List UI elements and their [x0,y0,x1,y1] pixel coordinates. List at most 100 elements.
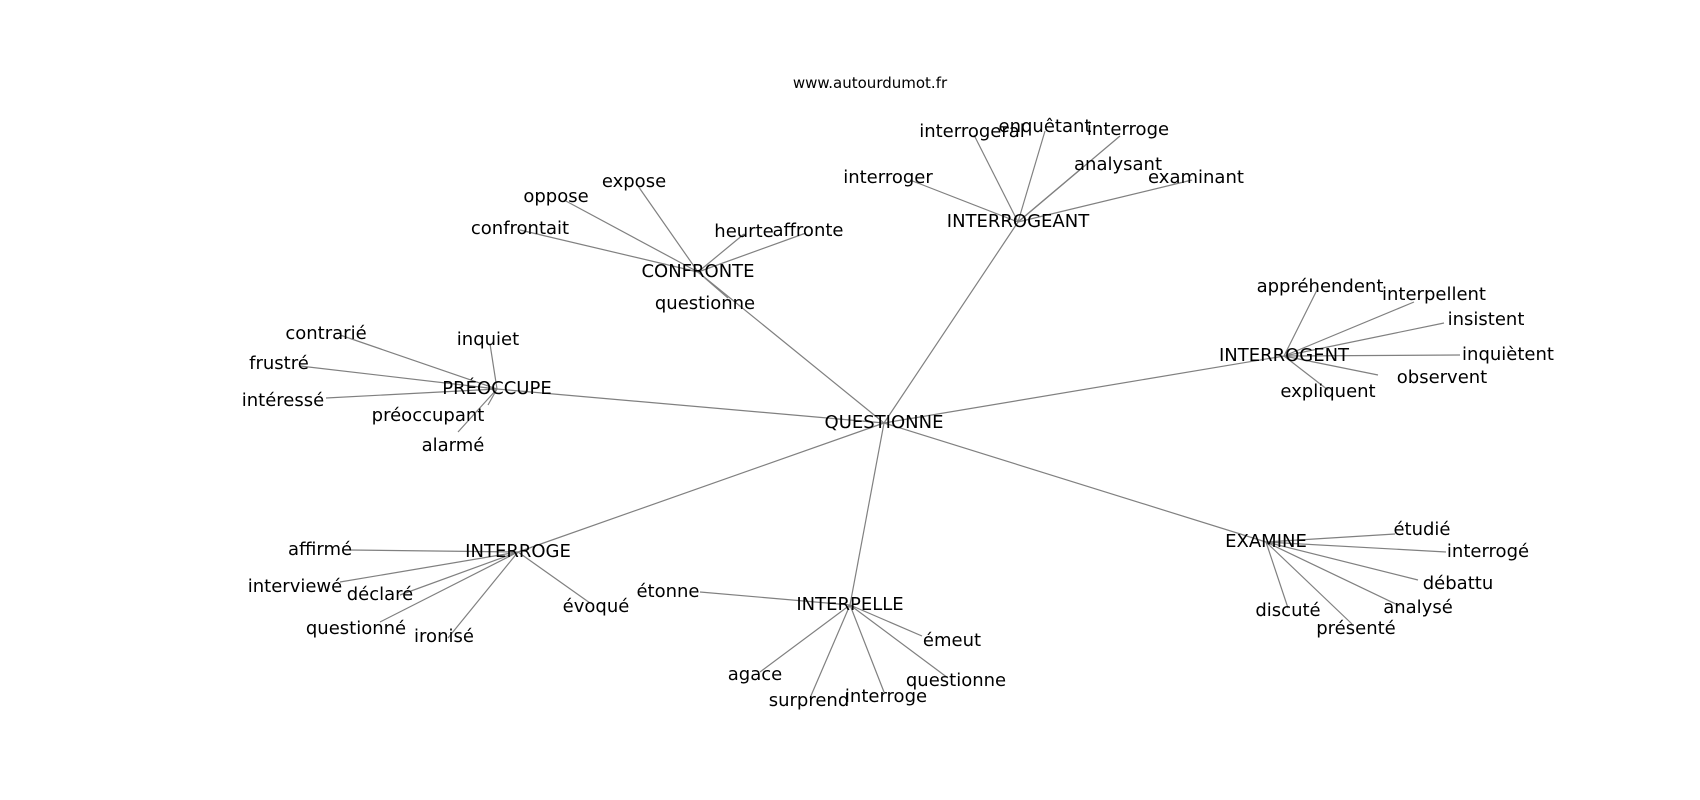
word-node-label: observent [1397,367,1487,388]
word-node-label: interpellent [1382,284,1486,305]
hub-word-edge [517,551,591,604]
hub-word-edge [349,549,519,553]
hub-word-edge [1265,541,1353,625]
hub-word-edge [1265,541,1289,609]
hub-word-edge [849,604,923,637]
word-node-label: questionne [655,293,755,314]
word-node-label: examinant [1148,167,1244,188]
word-node-label: oppose [523,186,588,207]
hub-word-edge [325,388,498,399]
hub-word-edge [1265,533,1396,543]
hub-node-label: INTERROGENT [1219,345,1350,366]
hub-word-edge [399,551,519,596]
hub-node-label: PRÉOCCUPE [442,377,551,399]
word-node-label: frustré [249,353,309,374]
hub-word-edge [697,232,807,273]
word-node-label: agace [728,664,782,685]
word-node-label: débattu [1423,573,1493,594]
word-node-label: affronte [773,220,844,241]
word-node-label: questionné [306,618,406,639]
hub-node-label: INTERROGE [465,541,571,562]
word-node-label: questionne [906,670,1006,691]
center-hub-edge [883,422,1267,543]
hub-word-edge [339,334,498,390]
hub-word-edge [1283,355,1379,376]
word-node-label: expliquent [1280,381,1375,402]
word-node-label: interviewé [248,576,342,597]
hub-word-edge [519,229,699,273]
word-node-label: ironisé [414,626,474,647]
word-node-label: confrontait [471,218,569,239]
word-node-label: déclaré [347,584,414,605]
hub-node-label: INTERPELLE [796,594,903,615]
word-node-label: alarmé [422,435,485,456]
word-node-label: inquiètent [1462,344,1554,365]
center-hub-edge [883,221,1019,424]
word-node-label: interroger [843,167,933,188]
word-node-label: interroge [1087,119,1169,140]
hub-word-edge [489,343,498,390]
hub-node-label: INTERROGEANT [947,211,1090,232]
hub-word-edge [487,388,498,406]
word-node-label: analysant [1074,154,1162,175]
hub-word-edge [299,365,498,390]
word-node-label: surprend [769,690,850,711]
center-hub-edge [849,422,885,606]
hub-word-edge [697,271,729,299]
word-node-label: étudié [1393,519,1450,540]
word-node-label: discuté [1255,600,1320,621]
hub-word-edge [447,551,519,639]
hub-word-edge [1017,130,1046,223]
center-hub-edge [697,271,885,424]
word-node-label: évoqué [563,596,630,617]
word-node-label: émeut [923,630,981,651]
hub-node-label: EXAMINE [1225,531,1307,552]
hub-node-label: CONFRONTE [641,261,754,282]
hub-word-edge [1017,167,1083,223]
word-node-label: interroge [845,686,927,707]
hub-word-edge [379,551,519,623]
word-node-label: heurte [714,221,773,242]
hub-word-edge [849,604,949,679]
hub-word-edge [699,591,851,606]
hub-word-edge [759,604,851,673]
hub-word-edge [697,233,745,273]
word-node-label: affirmé [288,539,352,560]
hub-word-edge [1265,541,1419,581]
hub-word-edge [1283,301,1415,357]
hub-word-edge [973,134,1019,223]
center-node-label: QUESTIONNE [825,412,944,433]
hub-word-edge [1017,179,1193,223]
hub-word-edge [809,604,851,699]
center-hub-edge [517,422,885,553]
hub-word-edge [1283,322,1445,357]
word-node-label: enquêtant [999,116,1092,137]
center-hub-edge [496,388,885,424]
word-node-label: préoccupant [372,405,485,426]
hub-word-edge [637,185,699,273]
hub-word-edge [1283,354,1461,357]
word-node-label: étonne [636,581,699,602]
hub-word-edge [339,551,519,583]
hub-word-edge [849,604,885,693]
word-node-label: présenté [1316,618,1396,639]
word-node-label: insistent [1448,309,1525,330]
word-node-label: expose [602,171,666,192]
hub-word-edge [457,388,498,433]
word-node-label: appréhendent [1257,276,1384,297]
center-hub-edge [883,355,1285,424]
word-node-label: inquiet [457,329,519,350]
word-node-label: analysé [1383,597,1453,618]
graph-labels: QUESTIONNEINTERROGEANTinterrogeralenquêt… [242,116,1554,711]
hub-word-edge [909,179,1019,223]
hub-word-edge [563,199,699,273]
graph-edges [299,130,1461,699]
word-node-label: intéressé [242,390,324,411]
word-node-label: interrogé [1447,541,1529,562]
hub-word-edge [1265,541,1401,607]
hub-word-edge [1265,541,1447,553]
site-credit: www.autourdumot.fr [793,74,948,92]
hub-word-edge [1283,355,1329,391]
hub-word-edge [1283,287,1319,357]
